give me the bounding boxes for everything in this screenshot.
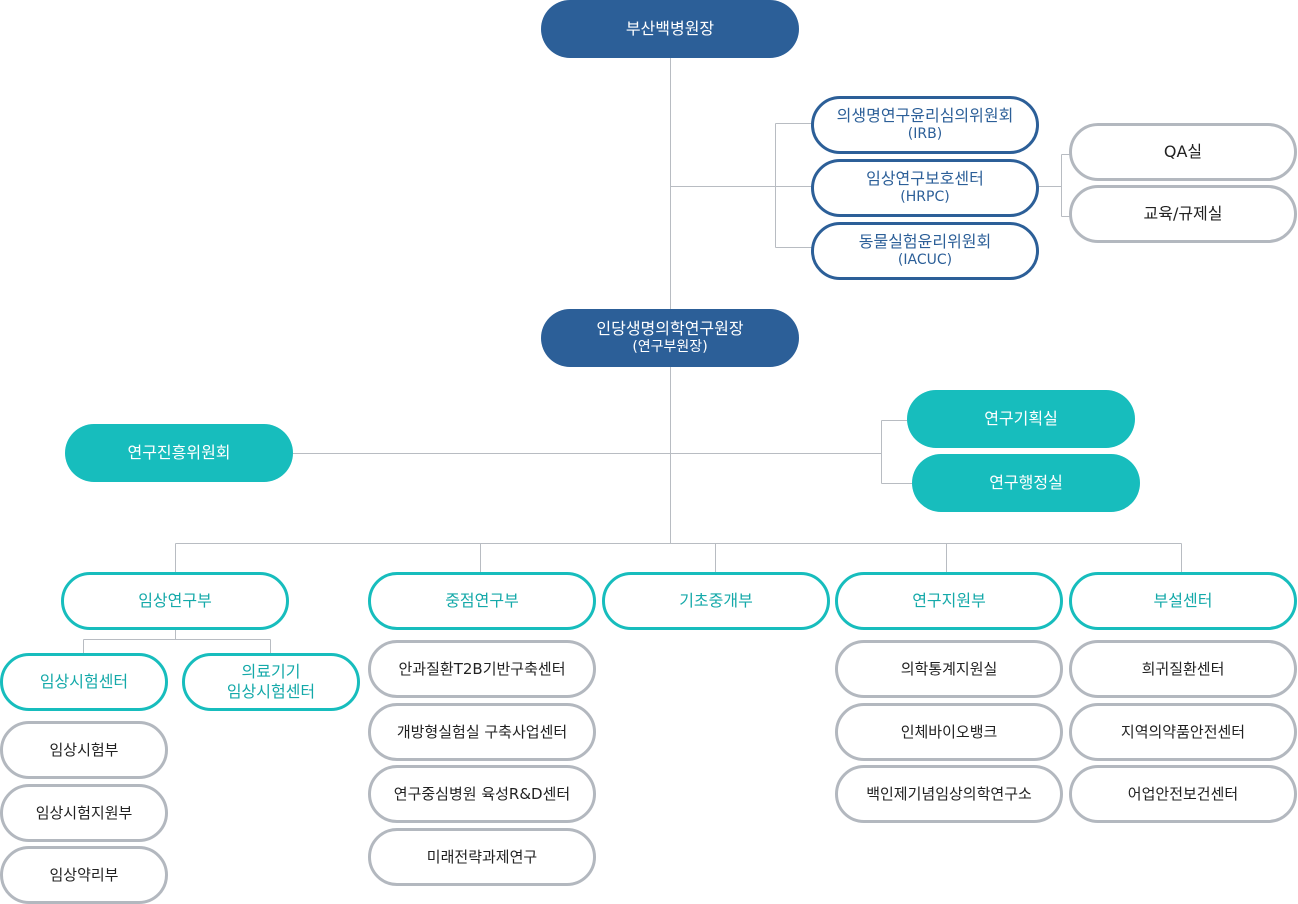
affiliated-unit-3: 어업안전보건센터 [1069,765,1297,823]
dept-focus-research: 중점연구부 [368,572,596,630]
focus-unit-4: 미래전략과제연구 [368,828,596,886]
dept-affiliated-centers: 부설센터 [1069,572,1297,630]
dept-basic-translational-label: 기초중개부 [679,591,753,610]
support-unit-1-label: 의학통계지원실 [900,659,998,678]
center-device-trial-line2: 임상시험센터 [226,682,316,701]
support-unit-2-label: 인체바이오뱅크 [900,722,998,741]
dept-focus-research-label: 중점연구부 [445,591,519,610]
support-unit-1: 의학통계지원실 [835,640,1063,698]
affiliated-unit-1-label: 희귀질환센터 [1141,659,1225,678]
focus-unit-3-label: 연구중심병원 육성R&D센터 [393,784,571,803]
focus-unit-2-label: 개방형실험실 구축사업센터 [396,722,568,741]
center-device-trial-line1: 의료기기 [241,662,301,681]
clinical-trial-unit: 임상시험부 [0,721,168,779]
dept-research-support: 연구지원부 [835,572,1063,630]
institute-director-node: 인당생명의학연구원장 (연구부원장) [541,309,799,367]
focus-unit-2: 개방형실험실 구축사업센터 [368,703,596,761]
hrpc-unit-education-label: 교육/규제실 [1143,204,1223,223]
center-clinical-trial-label: 임상시험센터 [39,672,129,691]
support-unit-3: 백인제기념임상의학연구소 [835,765,1063,823]
hrpc-unit-education: 교육/규제실 [1069,185,1297,243]
support-unit-2: 인체바이오뱅크 [835,703,1063,761]
committee-hrpc-node: 임상연구보호센터 (HRPC) [811,159,1039,217]
office-planning-node: 연구기획실 [907,390,1135,448]
affiliated-unit-2-label: 지역의약품안전센터 [1120,722,1246,741]
clinical-pharmacology-unit: 임상약리부 [0,846,168,904]
affiliated-unit-1: 희귀질환센터 [1069,640,1297,698]
committee-iacuc-name: 동물실험윤리위원회 [858,232,992,252]
hrpc-unit-qa-label: QA실 [1163,142,1203,161]
office-admin-label: 연구행정실 [989,473,1063,492]
center-device-trial: 의료기기 임상시험센터 [182,653,360,711]
focus-unit-1: 안과질환T2B기반구축센터 [368,640,596,698]
focus-unit-3: 연구중심병원 육성R&D센터 [368,765,596,823]
committee-iacuc-node: 동물실험윤리위원회 (IACUC) [811,222,1039,280]
hospital-director-label: 부산백병원장 [625,19,715,38]
committee-irb-node: 의생명연구윤리심의위원회 (IRB) [811,96,1039,154]
promotion-committee-node: 연구진흥위원회 [65,424,293,482]
committee-irb-name: 의생명연구윤리심의위원회 [836,106,1014,126]
hospital-director-node: 부산백병원장 [541,0,799,58]
clinical-trial-support-unit: 임상시험지원부 [0,784,168,842]
hrpc-unit-qa: QA실 [1069,123,1297,181]
center-clinical-trial: 임상시험센터 [0,653,168,711]
affiliated-unit-3-label: 어업안전보건센터 [1127,784,1239,803]
office-admin-node: 연구행정실 [912,454,1140,512]
committee-hrpc-name: 임상연구보호센터 [866,169,984,189]
clinical-pharmacology-unit-label: 임상약리부 [49,865,119,884]
dept-clinical-research-label: 임상연구부 [138,591,212,610]
support-unit-3-label: 백인제기념임상의학연구소 [866,784,1032,803]
dept-clinical-research: 임상연구부 [61,572,289,630]
focus-unit-1-label: 안과질환T2B기반구축센터 [398,659,566,678]
promotion-committee-label: 연구진흥위원회 [127,443,231,462]
institute-director-sub: (연구부원장) [632,339,708,356]
committee-irb-abbr: (IRB) [907,126,943,143]
office-planning-label: 연구기획실 [984,409,1058,428]
focus-unit-4-label: 미래전략과제연구 [426,847,538,866]
dept-basic-translational: 기초중개부 [602,572,830,630]
clinical-trial-support-unit-label: 임상시험지원부 [35,803,133,822]
dept-affiliated-centers-label: 부설센터 [1153,591,1213,610]
dept-research-support-label: 연구지원부 [912,591,986,610]
institute-director-label: 인당생명의학연구원장 [596,319,744,339]
committee-hrpc-abbr: (HRPC) [900,189,950,206]
committee-iacuc-abbr: (IACUC) [897,252,953,269]
affiliated-unit-2: 지역의약품안전센터 [1069,703,1297,761]
clinical-trial-unit-label: 임상시험부 [49,740,119,759]
